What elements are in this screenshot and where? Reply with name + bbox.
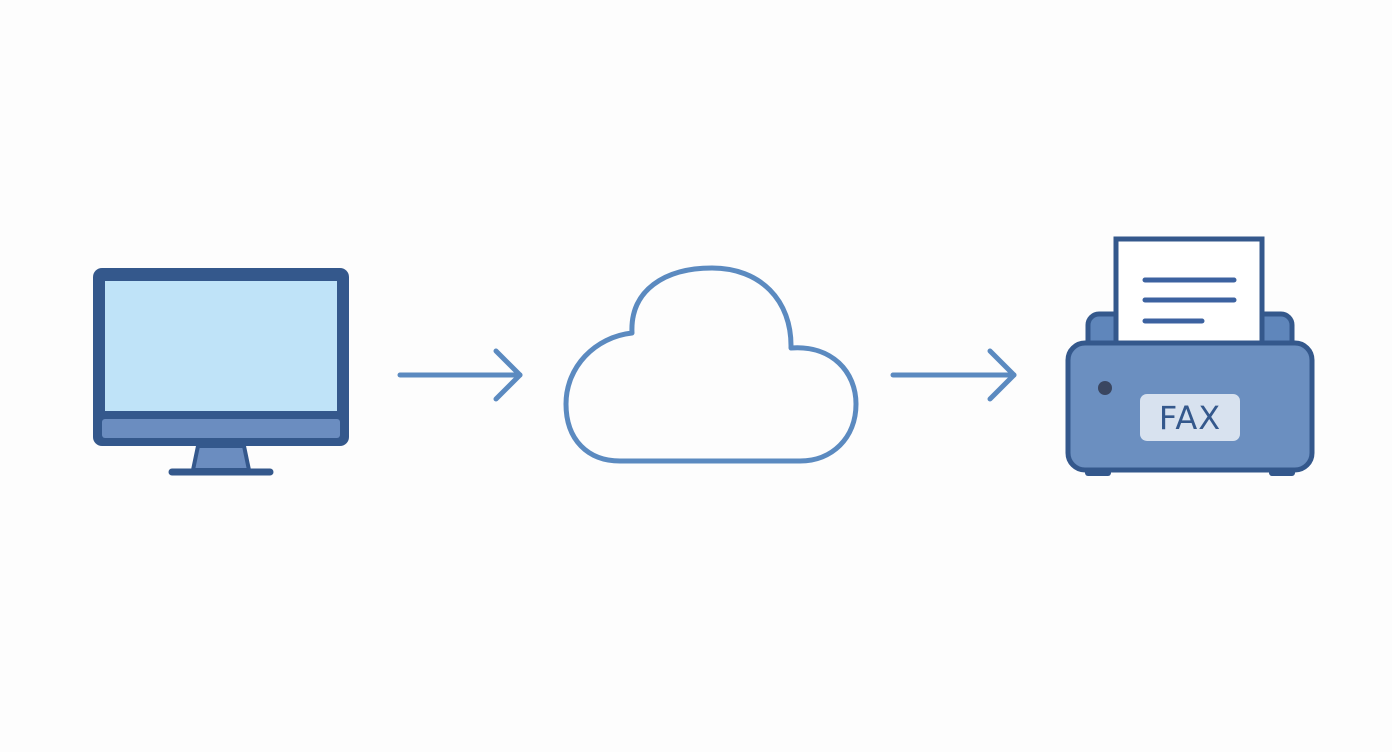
- cloud-icon: [563, 265, 859, 464]
- arrow-head: [987, 348, 1017, 402]
- arrow-right-icon: [397, 348, 523, 402]
- fax-label-badge: [1140, 394, 1240, 441]
- monitor-stand: [191, 444, 251, 472]
- fax-indicator-light: [1098, 381, 1112, 395]
- monitor-chin: [102, 419, 340, 438]
- monitor-screen: [105, 281, 337, 411]
- computer-monitor-icon: [93, 268, 349, 476]
- arrow-right-icon: [890, 348, 1017, 402]
- fax-label: FAX: [1159, 399, 1221, 437]
- arrow-head: [493, 348, 523, 402]
- fax-machine-icon: FAX: [1065, 236, 1315, 476]
